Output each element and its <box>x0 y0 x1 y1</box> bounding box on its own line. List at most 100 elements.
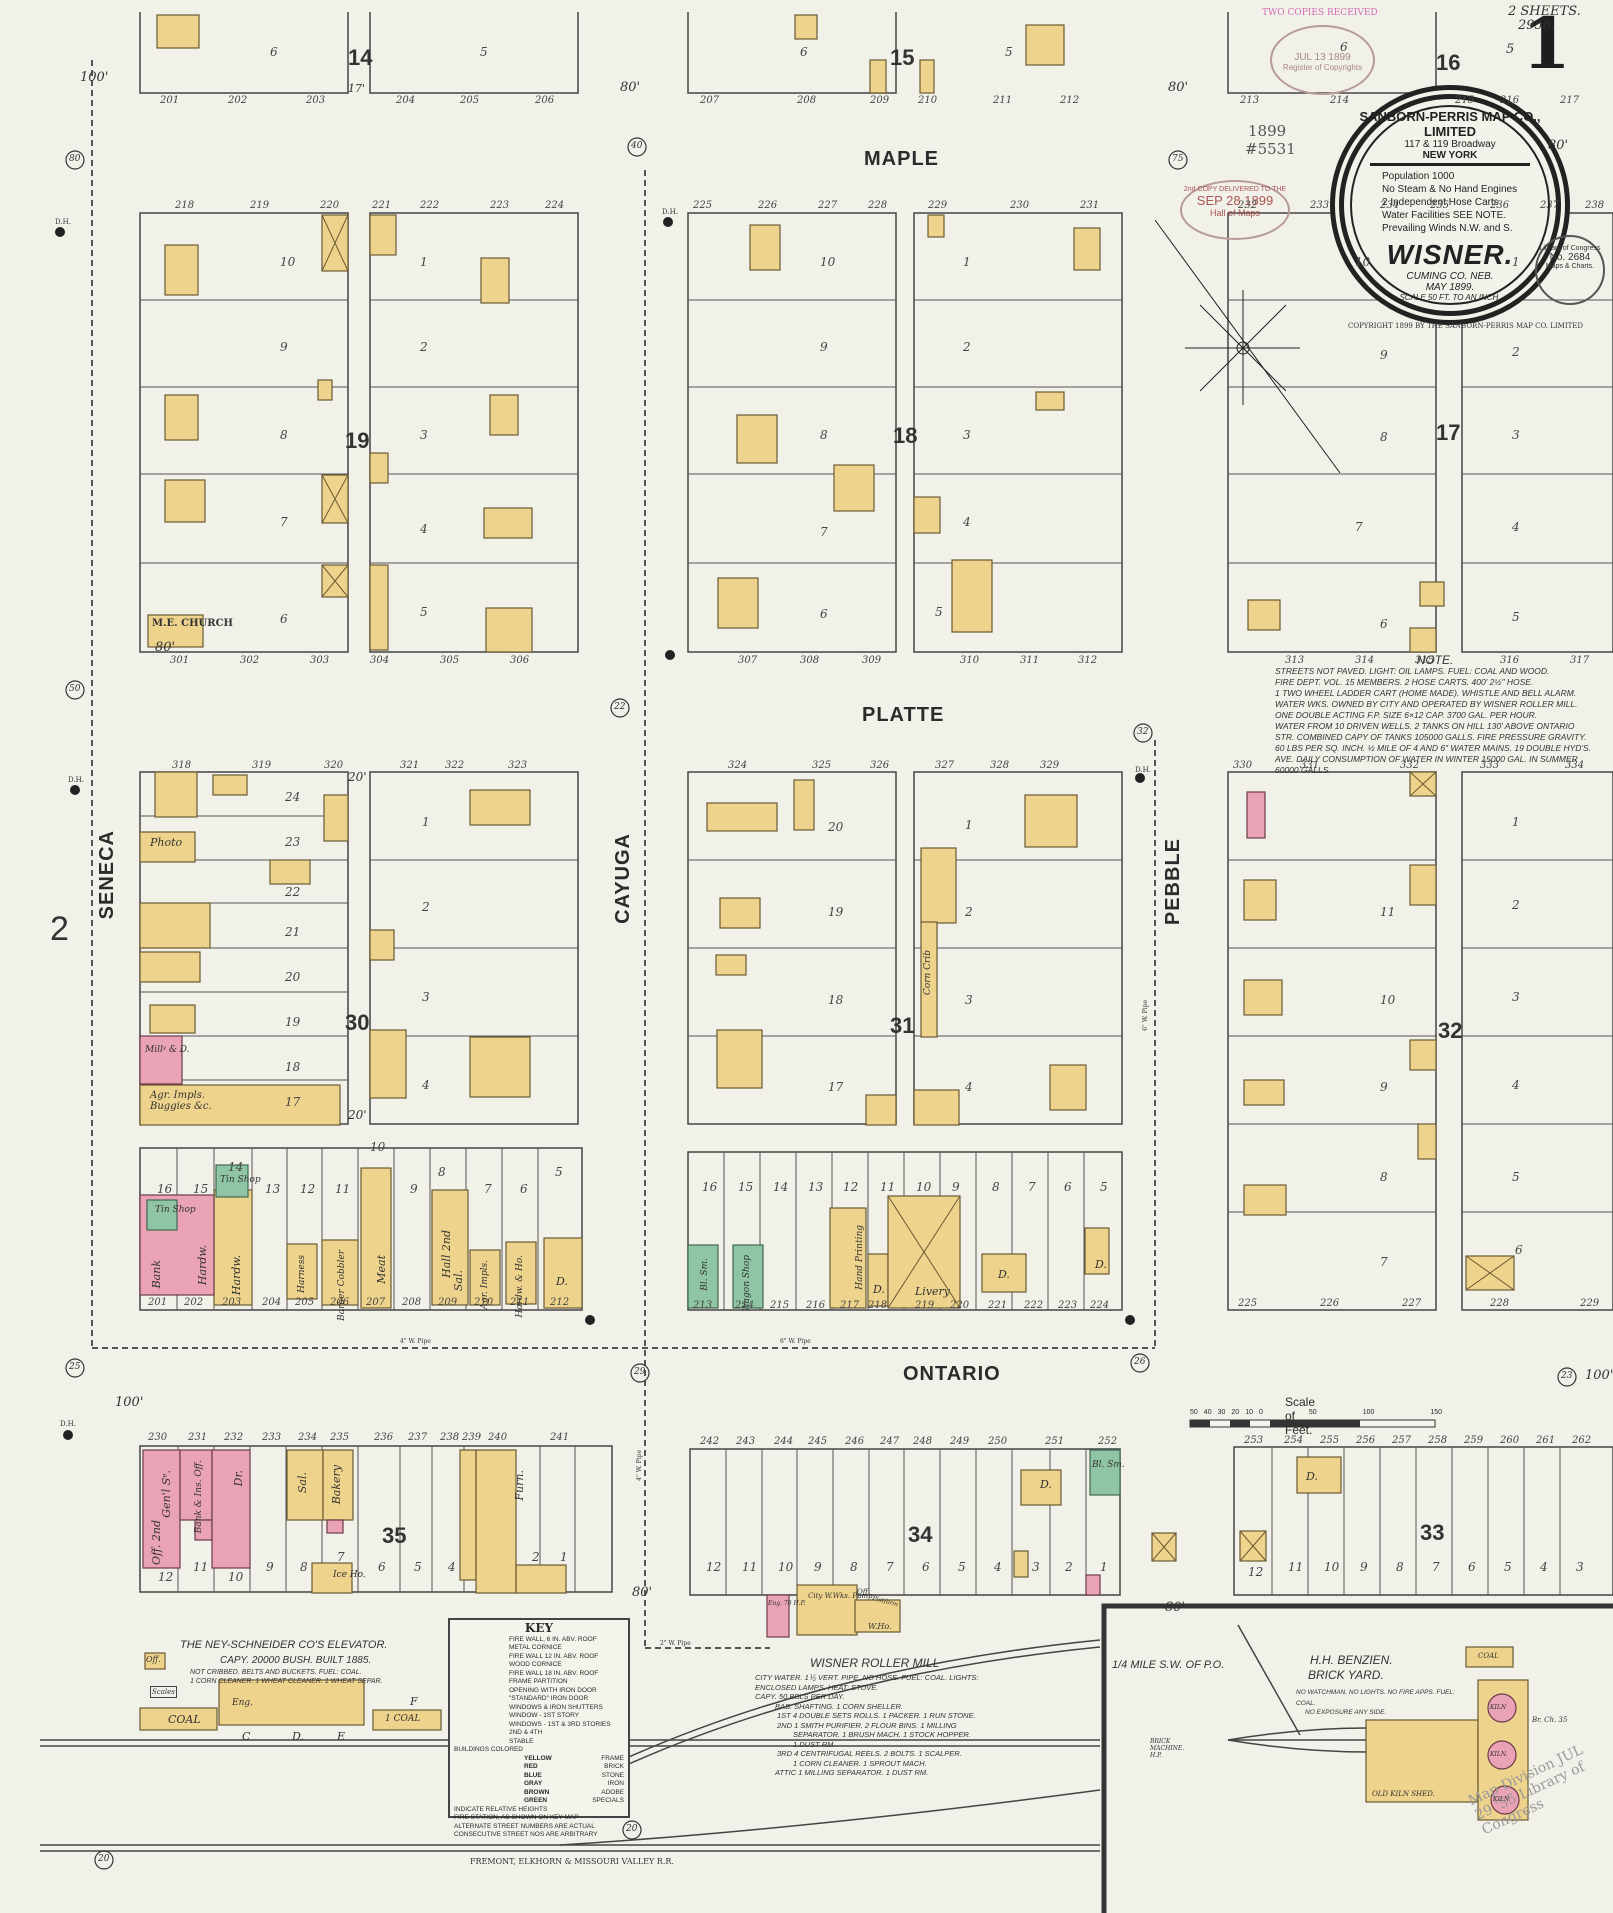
key-item: "Standard" iron door <box>509 1695 589 1702</box>
building-label: D. <box>1306 1470 1318 1483</box>
key-heights: Indicate relative heights <box>454 1805 548 1813</box>
address-number: 216 <box>1500 95 1520 106</box>
pipe-label: 4" W. Pipe <box>400 1338 431 1345</box>
address-number: 232 <box>224 1432 244 1443</box>
brickyard-title: H.H. BENZIEN. <box>1310 1653 1393 1667</box>
pipe-label: 4" W. Pipe <box>636 1450 643 1481</box>
lot-number: 8 <box>850 1560 858 1574</box>
block-15: 15 <box>890 45 915 70</box>
building-label: D. <box>998 1268 1010 1281</box>
key-color-meaning: STONE <box>601 1771 624 1779</box>
lot-number: 7 <box>1355 520 1363 534</box>
lot-number: 12 <box>158 1570 174 1584</box>
note-line: WATER WKS. Owned by City and operated by… <box>1275 699 1578 720</box>
address-number: 250 <box>988 1436 1008 1447</box>
width-label: 80' <box>1168 80 1189 95</box>
address-number: 225 <box>1238 1298 1258 1309</box>
address-number: 209 <box>870 95 890 106</box>
lot-number: 1 <box>1100 1560 1108 1574</box>
lot-number: 4 <box>422 1078 430 1092</box>
width-label: 80' <box>632 1585 653 1600</box>
address-number: 321 <box>400 760 420 771</box>
circle-number: 20 <box>98 1854 110 1864</box>
lot-number: 8 <box>1380 430 1388 444</box>
address-number: 228 <box>1490 1298 1510 1309</box>
address-number: 306 <box>510 655 530 666</box>
address-number: 254 <box>1284 1435 1304 1446</box>
mill-line: separator. 1 brush mach. 1 stock hopper. <box>793 1730 971 1739</box>
street-cayuga: CAYUGA <box>612 833 634 924</box>
lot-number: 17 <box>828 1080 844 1094</box>
address-number: 260 <box>1500 1435 1520 1446</box>
lot-number: 9 <box>410 1182 418 1196</box>
key-item: Frame partition <box>509 1678 568 1685</box>
lot-number: 6 <box>280 612 288 626</box>
address-number: 258 <box>1428 1435 1448 1446</box>
key-item: Fire wall, 6 in. abv. roof <box>509 1635 597 1643</box>
building-label: Agr. Impls. Buggies &c. <box>150 1090 212 1112</box>
address-number: 311 <box>1020 655 1040 666</box>
building-label: Gen'l Sᵉ. <box>160 1470 173 1518</box>
address-number: 302 <box>240 655 260 666</box>
address-number: 315 <box>1415 655 1435 666</box>
address-number: 257 <box>1392 1435 1412 1446</box>
key-color-meaning: ADOBE <box>601 1788 624 1796</box>
lot-number: 1 <box>420 255 428 269</box>
street-maple: MAPLE <box>864 148 939 170</box>
address-number: 206 <box>535 95 555 106</box>
lot-number: 10 <box>1380 993 1396 1007</box>
mill-line: Attic 1 milling separator. 1 dust rm. <box>775 1768 929 1777</box>
key-items: Fire wall, 6 in. abv. roof Metal cornice… <box>509 1636 624 1747</box>
lot-number: 5 <box>958 1560 966 1574</box>
handwritten-number: #5531 <box>1245 140 1296 158</box>
scale-tick: 100 <box>1362 1409 1375 1416</box>
address-number: 255 <box>1320 1435 1340 1446</box>
mill-line: 1st 4 double sets rolls. 1 packer. 1 run… <box>777 1711 976 1720</box>
address-number: 223 <box>490 200 510 211</box>
mill-line: Enclosed lamps. Heat: Stove. <box>755 1682 879 1692</box>
address-number: 310 <box>960 655 980 666</box>
lot-number: 8 <box>300 1560 308 1574</box>
church-label: M.E. CHURCH <box>152 618 233 629</box>
address-number: 221 <box>372 200 392 211</box>
width-label: 80' <box>1165 1600 1186 1615</box>
building-label: Eng. <box>232 1698 253 1708</box>
block-19: 19 <box>345 428 370 453</box>
building-label: W.Ho. <box>868 1622 892 1631</box>
address-number: 322 <box>445 760 465 771</box>
scale-title: Scale of Feet. <box>1285 1395 1316 1437</box>
street-platte: PLATTE <box>862 704 945 726</box>
scale-tick: 150 <box>1430 1409 1443 1416</box>
building-label: Sal. <box>452 1270 465 1292</box>
lot-number: 7 <box>484 1182 492 1196</box>
scale-tick: 0 <box>1258 1409 1263 1416</box>
address-number: 230 <box>148 1432 168 1443</box>
address-number: 219 <box>915 1300 935 1311</box>
key-colors-heading: Buildings colored <box>454 1746 523 1753</box>
building-label: COAL <box>168 1713 201 1726</box>
building-label: D. <box>556 1275 568 1288</box>
mill-line: City water. 1⅟₂ vert. pipe. No hose. Fue… <box>755 1673 979 1682</box>
lot-number: 5 <box>1512 1170 1520 1184</box>
note-line: 1 two wheel ladder cart (home made). Whi… <box>1275 688 1577 698</box>
delivered-stamp: 2nd COPY DELIVERED TO THE SEP 28 1899 Ha… <box>1180 180 1290 240</box>
note-line: Water from 10 driven wells. 2 tanks on h… <box>1275 721 1587 742</box>
railroad-name: FREMONT, ELKHORN & MISSOURI VALLEY R.R. <box>470 1857 674 1866</box>
address-number: 213 <box>1240 95 1260 106</box>
address-number: 216 <box>806 1300 826 1311</box>
lot-number: 4 <box>1540 1560 1548 1574</box>
lot-number: 6 <box>1515 1243 1523 1257</box>
key-item: Fire wall 18 in. abv. roof <box>509 1669 599 1677</box>
width-label: 100' <box>115 1395 144 1410</box>
address-number: 215 <box>770 1300 790 1311</box>
sheets-note: 2 SHEETS. <box>1508 4 1581 19</box>
circle-number: 26 <box>1134 1357 1146 1367</box>
address-number: 230 <box>1010 200 1030 211</box>
building-label: Barber Cobbler <box>337 1250 347 1321</box>
address-number: 225 <box>693 200 713 211</box>
key-item: Window - 1st story <box>509 1712 580 1719</box>
elevator-equipment: 1 CORN CLEANER. 1 WHEAT CLEANER. 1 WHEAT… <box>190 1678 383 1685</box>
building-label: Furn. <box>513 1470 526 1501</box>
key-color-meaning: IRON <box>607 1780 624 1787</box>
